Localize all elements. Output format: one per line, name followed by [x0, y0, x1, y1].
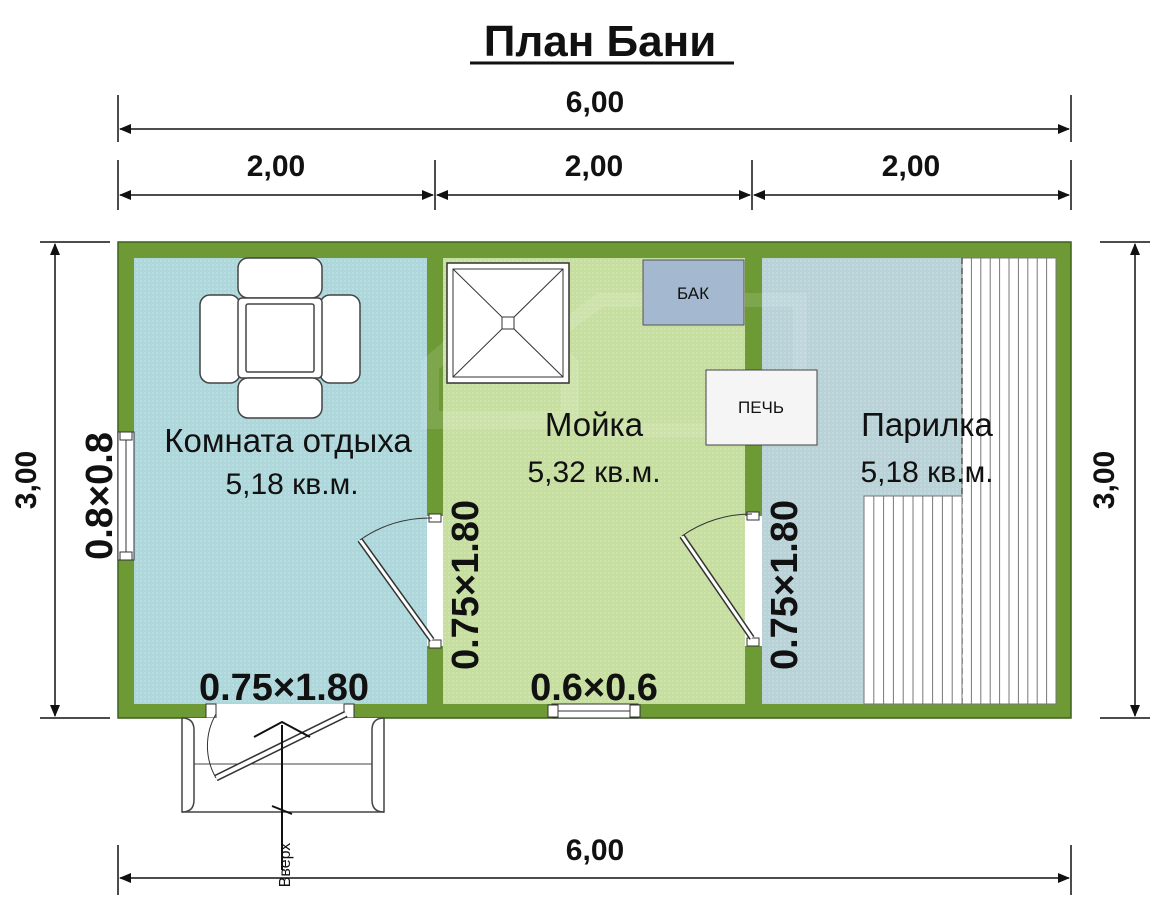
dimension-segment-2-label: 2,00 — [565, 150, 623, 183]
window-left — [117, 431, 135, 561]
stairs-label: Вверх — [277, 843, 294, 888]
room-steam-name: Парилка — [861, 406, 993, 443]
window-wash-size: 0.6×0.6 — [530, 667, 658, 709]
dimension-left-height: 3,00 — [10, 241, 110, 719]
dimension-bottom-total-label: 6,00 — [566, 834, 624, 867]
room-wash-name: Мойка — [545, 406, 644, 443]
dimension-top-total-label: 6,00 — [566, 86, 624, 119]
dimension-segment-3-label: 2,00 — [882, 150, 940, 183]
dimension-top-segments: 2,00 2,00 2,00 — [117, 150, 1072, 210]
door-rest-wash — [357, 513, 443, 649]
tank-label: БАК — [677, 284, 709, 303]
dimension-top-total: 6,00 — [117, 86, 1072, 142]
room-rest-name: Комната отдыха — [164, 422, 412, 459]
stairs-arrow — [253, 720, 311, 870]
dimension-right-height: 3,00 — [1088, 241, 1150, 719]
shower-tray — [446, 262, 570, 384]
door-rest-wash-size: 0.75×1.80 — [445, 500, 487, 670]
stove-label: ПЕЧЬ — [738, 398, 784, 417]
armchair — [199, 257, 361, 419]
window-wash — [547, 703, 641, 719]
room-rest-area: 5,18 кв.м. — [225, 468, 358, 501]
plan-title: План Бани — [484, 17, 717, 66]
dimension-segment-1-label: 2,00 — [247, 150, 305, 183]
door-wash-steam — [679, 511, 762, 647]
door-entrance-size: 0.75×1.80 — [199, 667, 369, 709]
tank: БАК — [642, 259, 745, 326]
dimension-left-height-label: 3,00 — [10, 451, 43, 509]
window-left-size: 0.8×0.8 — [79, 432, 121, 560]
room-wash-area: 5,32 кв.м. — [527, 456, 660, 489]
dimension-bottom-total: 6,00 — [117, 834, 1072, 895]
door-wash-steam-size: 0.75×1.80 — [764, 500, 806, 670]
room-steam-area: 5,18 кв.м. — [860, 456, 993, 489]
stove: ПЕЧЬ — [705, 369, 818, 446]
dimension-right-height-label: 3,00 — [1088, 451, 1121, 509]
